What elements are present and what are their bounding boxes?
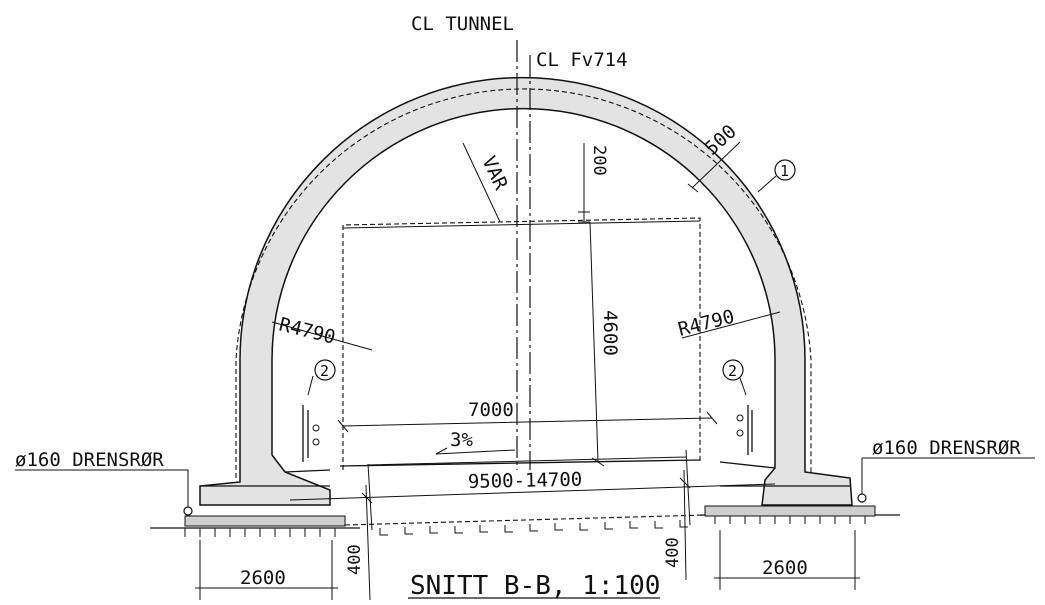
- label-dim-width: 9500-14700: [468, 469, 583, 493]
- marker-1-leader: [757, 175, 777, 193]
- label-r-left: R4790: [277, 314, 338, 349]
- marker-2-left-leader: [307, 375, 314, 396]
- dim-400-right-line: [679, 469, 691, 581]
- dim-2600-left-line: [195, 540, 338, 600]
- outer-membrane-dashed-line: [235, 88, 812, 478]
- marker-2-left-circle: [314, 359, 336, 381]
- label-dim-200: 200: [589, 145, 609, 176]
- marker-2-right-text: 2: [728, 362, 737, 380]
- drain-pipe-left: [183, 506, 193, 516]
- barrier-right-bolt-2: [736, 429, 744, 437]
- drain-right-leader: [861, 457, 1035, 494]
- dim-2600-right-line: [714, 530, 860, 590]
- label-dim-7000: 7000: [468, 399, 514, 421]
- marker-1-text: 1: [780, 162, 789, 180]
- barrier-left-bolt-2: [312, 438, 320, 446]
- dim-400-left-line: [361, 484, 373, 601]
- base-dashed-line: [344, 514, 706, 526]
- dim-200-line: [578, 143, 590, 223]
- r-left-leader: [271, 321, 373, 351]
- clearance-profile-dashed: [342, 217, 701, 470]
- drain-pipe-right: [857, 493, 867, 503]
- right-haunch: [719, 461, 850, 487]
- barrier-left-bolt-1: [312, 424, 320, 432]
- ground-hatch-left: [184, 528, 336, 537]
- label-drain-left: ø160 DRENSRØR: [15, 449, 164, 471]
- label-dim-2600-right: 2600: [762, 557, 808, 579]
- slope-arrow: [435, 447, 516, 455]
- marker-2-right-leader: [739, 377, 747, 396]
- ground-hatch-middle: [379, 520, 688, 536]
- label-r-right: R4790: [676, 306, 737, 341]
- label-slope: 3%: [450, 429, 473, 451]
- dim-width-line: [367, 449, 691, 531]
- label-dim-400-left: 400: [345, 544, 365, 575]
- label-drain-right: ø160 DRENSRØR: [872, 437, 1021, 459]
- marker-1-circle: [774, 159, 796, 181]
- r-right-leader: [681, 311, 781, 339]
- dim-var-line: [462, 142, 501, 223]
- label-cl-tunnel: CL TUNNEL: [411, 13, 514, 35]
- barrier-left: [302, 405, 309, 462]
- ground-hatch-right: [714, 515, 866, 524]
- gravel-bed-left: [184, 515, 346, 527]
- marker-2-right-circle: [722, 359, 744, 381]
- label-dim-2600-left: 2600: [240, 567, 286, 589]
- clearance-top-line: [342, 220, 701, 229]
- road-surface: [339, 459, 701, 467]
- marker-2-left-text: 2: [320, 362, 329, 380]
- label-cl-road: CL Fv714: [536, 49, 628, 71]
- sub-base-line: [289, 483, 776, 501]
- gravel-bed-right: [704, 505, 876, 517]
- tunnel-arch-lining: [199, 76, 853, 506]
- label-dim-4600: 4600: [599, 310, 621, 356]
- dim-500-line: [687, 141, 741, 193]
- dim-7000-line: [337, 411, 718, 433]
- label-var: VAR: [477, 153, 512, 194]
- drain-left-leader: [15, 469, 189, 507]
- barrier-right-bolt-1: [736, 414, 744, 422]
- barrier-right: [747, 405, 753, 455]
- left-haunch: [200, 469, 331, 487]
- drawing-title: SNITT B-B, 1:100: [410, 571, 660, 601]
- label-dim-400-right: 400: [663, 537, 683, 568]
